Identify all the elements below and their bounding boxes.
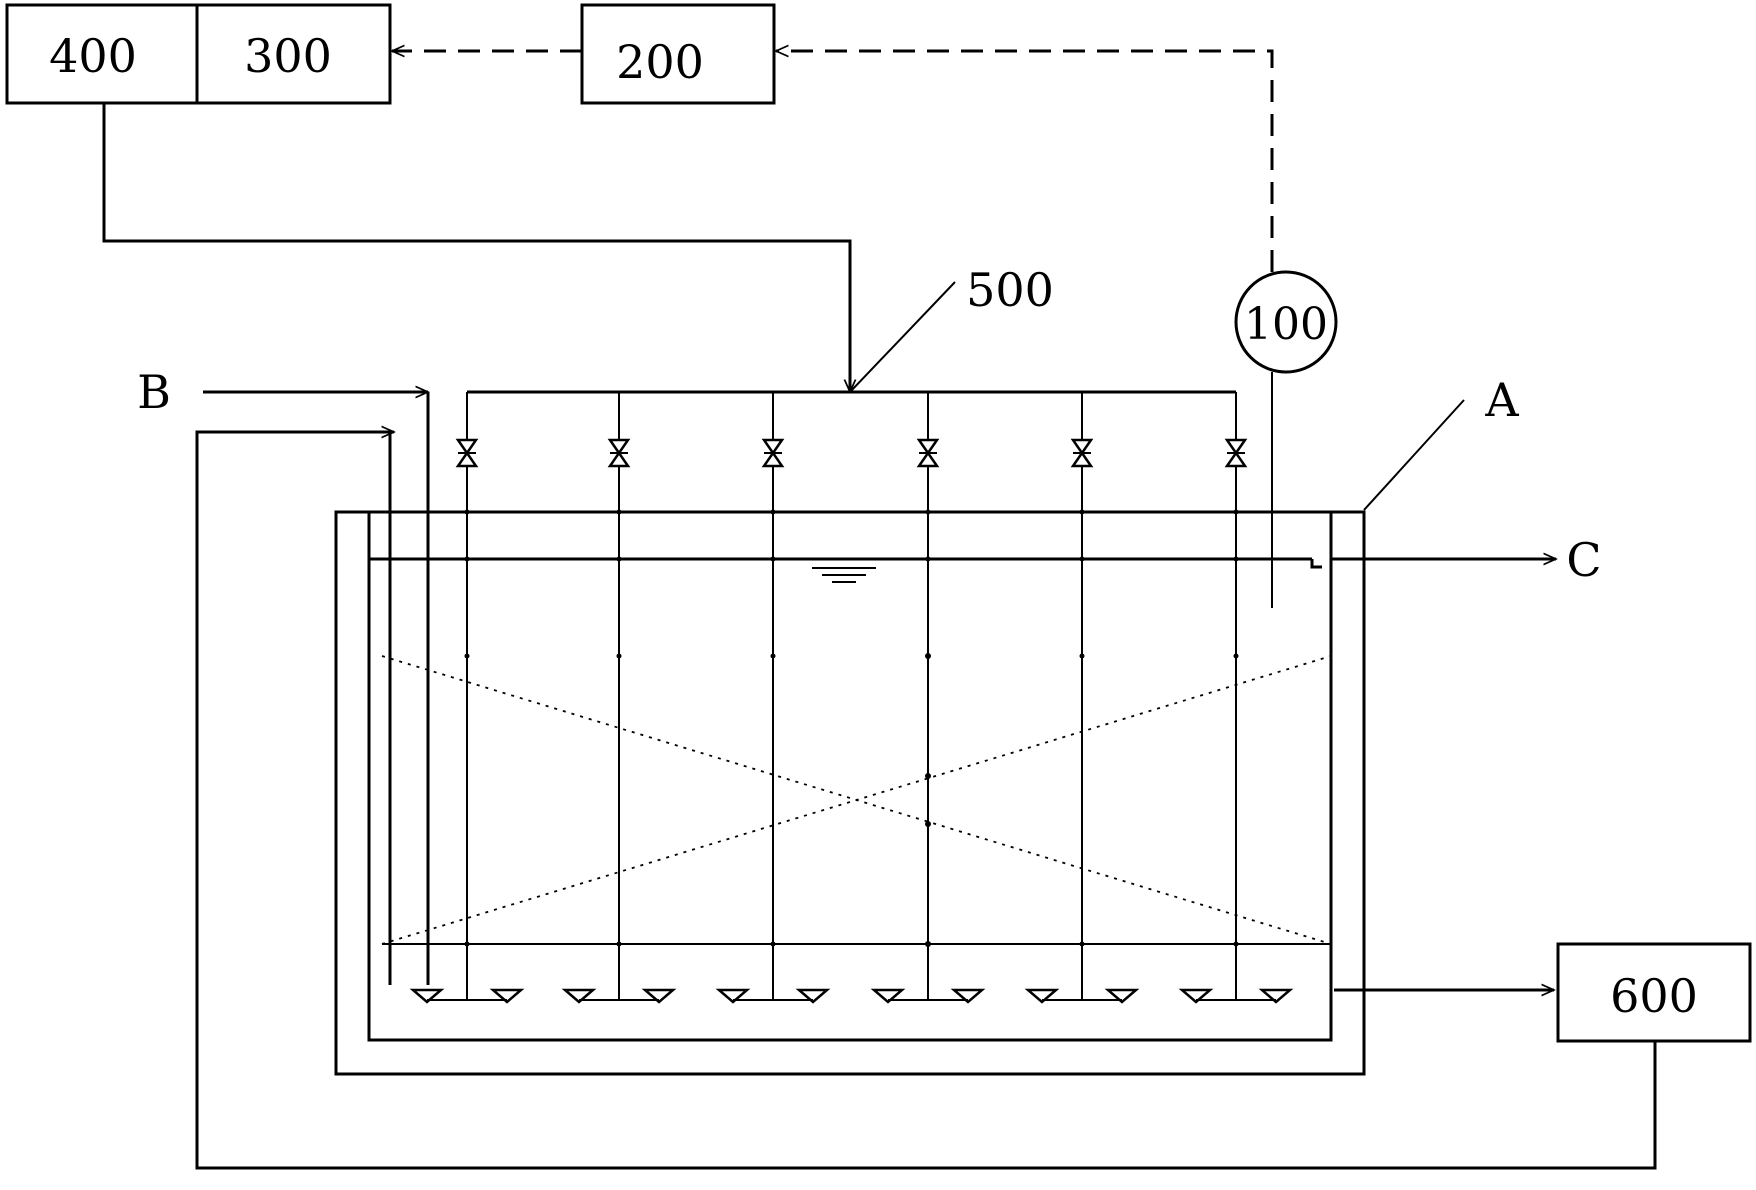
media-cross-2 [381, 655, 1332, 945]
leader-500 [849, 281, 956, 393]
label-100: 100 [1244, 299, 1328, 350]
label-300: 300 [244, 29, 332, 83]
label-500: 500 [966, 263, 1054, 317]
diffuser-pair-2 [561, 988, 677, 1004]
sensor-100: 100 [1234, 270, 1338, 608]
valve-icon [455, 438, 479, 468]
diffuser-pair-6 [1178, 988, 1294, 1004]
diffuser-pair-1 [409, 988, 525, 1004]
dosing-pipe-4 [916, 392, 940, 1000]
diffuser-pair-3 [715, 988, 831, 1004]
valve-icon [1070, 438, 1094, 468]
dosing-pipes [455, 392, 1248, 1000]
diffusers [409, 988, 1294, 1004]
dosing-pipe-3 [761, 392, 785, 1000]
signal-100-to-200 [776, 51, 1274, 272]
dosing-pipe-6 [1224, 392, 1248, 1000]
dosing-pipe-1 [455, 392, 479, 1000]
feed-line-400 [102, 104, 850, 392]
diffuser-pair-5 [1024, 988, 1140, 1004]
diffuser-icon [1178, 988, 1214, 1004]
diffuser-icon [715, 988, 751, 1004]
dosing-pipe-5 [1070, 392, 1094, 1000]
leader-a [1363, 399, 1465, 511]
unit-400-300: 400 300 [5, 3, 392, 105]
diffuser-icon [1104, 988, 1140, 1004]
dosing-pipe-2 [607, 392, 631, 1000]
diffuser-icon [409, 988, 445, 1004]
valve-icon [1224, 438, 1248, 468]
diffuser-icon [950, 988, 986, 1004]
unit-600: 600 [1556, 942, 1752, 1043]
label-c: C [1566, 533, 1601, 587]
label-a: A [1484, 373, 1519, 427]
diffuser-pair-4 [870, 988, 986, 1004]
diffuser-icon [870, 988, 906, 1004]
valve-icon [916, 438, 940, 468]
label-b: B [137, 365, 171, 419]
valve-icon [761, 438, 785, 468]
label-600: 600 [1610, 969, 1698, 1023]
diffuser-icon [1024, 988, 1060, 1004]
diffuser-icon [795, 988, 831, 1004]
diffuser-icon [489, 988, 525, 1004]
water-level-symbol [812, 567, 876, 583]
label-400: 400 [49, 29, 137, 83]
label-200: 200 [616, 35, 704, 89]
diffuser-icon [641, 988, 677, 1004]
unit-200: 200 [580, 3, 776, 105]
diffuser-icon [561, 988, 597, 1004]
valve-icon [607, 438, 631, 468]
tank-a-inner [367, 510, 1333, 1042]
recirculation-line [195, 432, 1657, 1170]
diffuser-icon [1258, 988, 1294, 1004]
center-dots [925, 653, 931, 947]
